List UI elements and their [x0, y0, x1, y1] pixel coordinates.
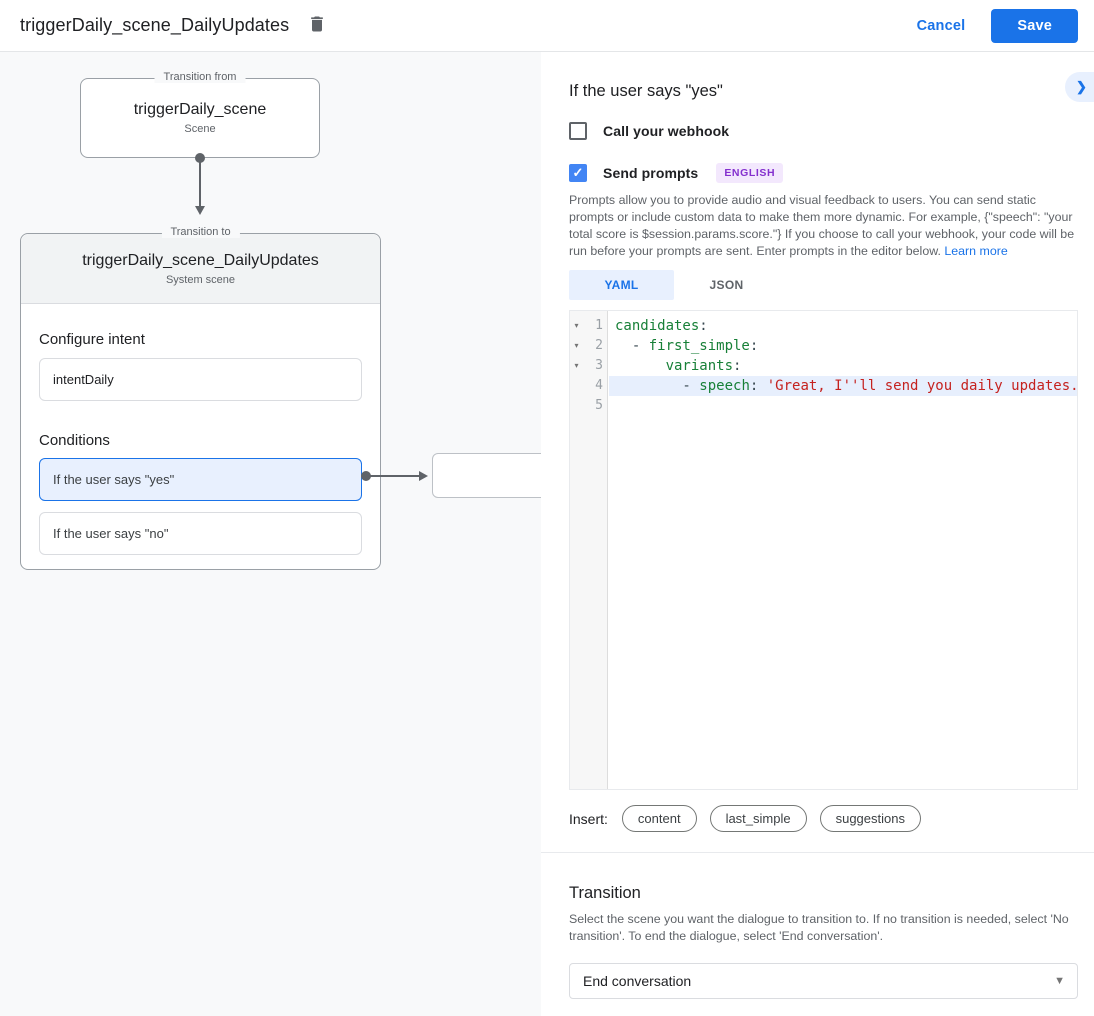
trash-icon: [307, 14, 327, 37]
insert-chip-content[interactable]: content: [621, 805, 697, 832]
chevron-right-icon: ❯: [1076, 79, 1087, 94]
scene-name: triggerDaily_scene_DailyUpdates: [82, 251, 319, 269]
transition-description: Select the scene you want the dialogue t…: [569, 912, 1069, 943]
code-line-5: 5: [570, 396, 1077, 416]
condition-connector-arrowhead: [419, 471, 428, 481]
save-button[interactable]: Save: [991, 8, 1078, 43]
from-scene-type: Scene: [184, 123, 216, 135]
configure-intent-label: Configure intent: [39, 331, 145, 348]
transition-select[interactable]: End conversation ▼: [569, 963, 1078, 999]
condition-item-yes[interactable]: If the user says "yes": [39, 458, 362, 501]
panel-title: If the user says "yes": [569, 82, 723, 100]
connector-arrowhead: [195, 206, 205, 215]
prompt-code-editor[interactable]: ▾1 candidates: ▾2 - first_simple: ▾3 var…: [569, 310, 1078, 790]
cancel-button[interactable]: Cancel: [916, 17, 966, 34]
line-number: 1: [595, 318, 603, 333]
intent-item[interactable]: intentDaily: [39, 358, 362, 401]
line-number: 4: [595, 378, 603, 393]
send-prompts-checkbox-row[interactable]: ✓ Send prompts ENGLISH: [569, 163, 1078, 183]
from-scene-name: triggerDaily_scene: [133, 101, 267, 118]
tab-json[interactable]: JSON: [709, 278, 744, 292]
line-number: 5: [595, 398, 603, 413]
transition-to-legend: Transition to: [161, 226, 240, 238]
prompts-description: Prompts allow you to provide audio and v…: [569, 192, 1080, 260]
delete-scene-button[interactable]: [305, 12, 329, 39]
scene-diagram-canvas: Transition from triggerDaily_scene Scene…: [0, 52, 541, 1016]
transition-select-value: End conversation: [583, 973, 692, 989]
editor-format-tabs: YAML JSON: [569, 270, 1078, 300]
prompts-description-text: Prompts allow you to provide audio and v…: [569, 193, 1075, 258]
fold-icon[interactable]: ▾: [574, 321, 579, 330]
fold-icon[interactable]: ▾: [574, 341, 579, 350]
editor-gutter: [570, 311, 608, 789]
condition-connector-line: [368, 475, 420, 477]
webhook-checkbox-row[interactable]: Call your webhook: [569, 122, 1078, 140]
transition-to-node: Transition to triggerDaily_scene_DailyUp…: [20, 226, 381, 570]
code-line-1: ▾1 candidates:: [570, 316, 1077, 336]
page-title: triggerDaily_scene_DailyUpdates: [20, 15, 290, 35]
code-line-3: ▾3 variants:: [570, 356, 1077, 376]
condition-connector-dot: [361, 471, 371, 481]
top-bar: triggerDaily_scene_DailyUpdates Cancel S…: [0, 0, 1094, 52]
connector-line: [199, 160, 201, 206]
scene-card-header[interactable]: triggerDaily_scene_DailyUpdates System s…: [21, 234, 380, 304]
webhook-checkbox[interactable]: [569, 122, 587, 140]
transition-from-node[interactable]: Transition from triggerDaily_scene Scene: [80, 71, 320, 158]
tab-yaml[interactable]: YAML: [569, 270, 674, 300]
condition-editor-panel: ❯ If the user says "yes" Call your webho…: [541, 52, 1094, 1016]
section-divider: [541, 852, 1094, 853]
scene-type: System scene: [165, 273, 236, 286]
transition-from-legend: Transition from: [154, 71, 246, 83]
dropdown-caret-icon: ▼: [1054, 975, 1065, 987]
check-icon: ✓: [572, 165, 584, 180]
line-number: 2: [595, 338, 603, 353]
conditions-label: Conditions: [39, 432, 110, 449]
learn-more-link[interactable]: Learn more: [944, 244, 1008, 258]
language-badge: ENGLISH: [716, 163, 784, 183]
condition-item-no[interactable]: If the user says "no": [39, 512, 362, 555]
send-prompts-checkbox-label: Send prompts: [603, 165, 699, 181]
transition-title: Transition: [569, 884, 641, 902]
insert-row: Insert: content last_simple suggestions: [569, 805, 1078, 832]
insert-chip-suggestions[interactable]: suggestions: [819, 805, 921, 832]
code-line-4-highlighted: 4 - speech: 'Great, I''ll send you daily…: [570, 376, 1077, 396]
collapse-panel-button[interactable]: ❯: [1065, 72, 1094, 102]
fold-icon[interactable]: ▾: [574, 361, 579, 370]
line-number: 3: [595, 358, 603, 373]
webhook-checkbox-label: Call your webhook: [603, 123, 730, 139]
send-prompts-checkbox[interactable]: ✓: [569, 164, 587, 182]
connector-dot: [195, 153, 205, 163]
insert-label: Insert:: [569, 810, 608, 827]
transition-target-node[interactable]: [432, 453, 541, 498]
insert-chip-last-simple[interactable]: last_simple: [709, 805, 807, 832]
code-line-2: ▾2 - first_simple:: [570, 336, 1077, 356]
